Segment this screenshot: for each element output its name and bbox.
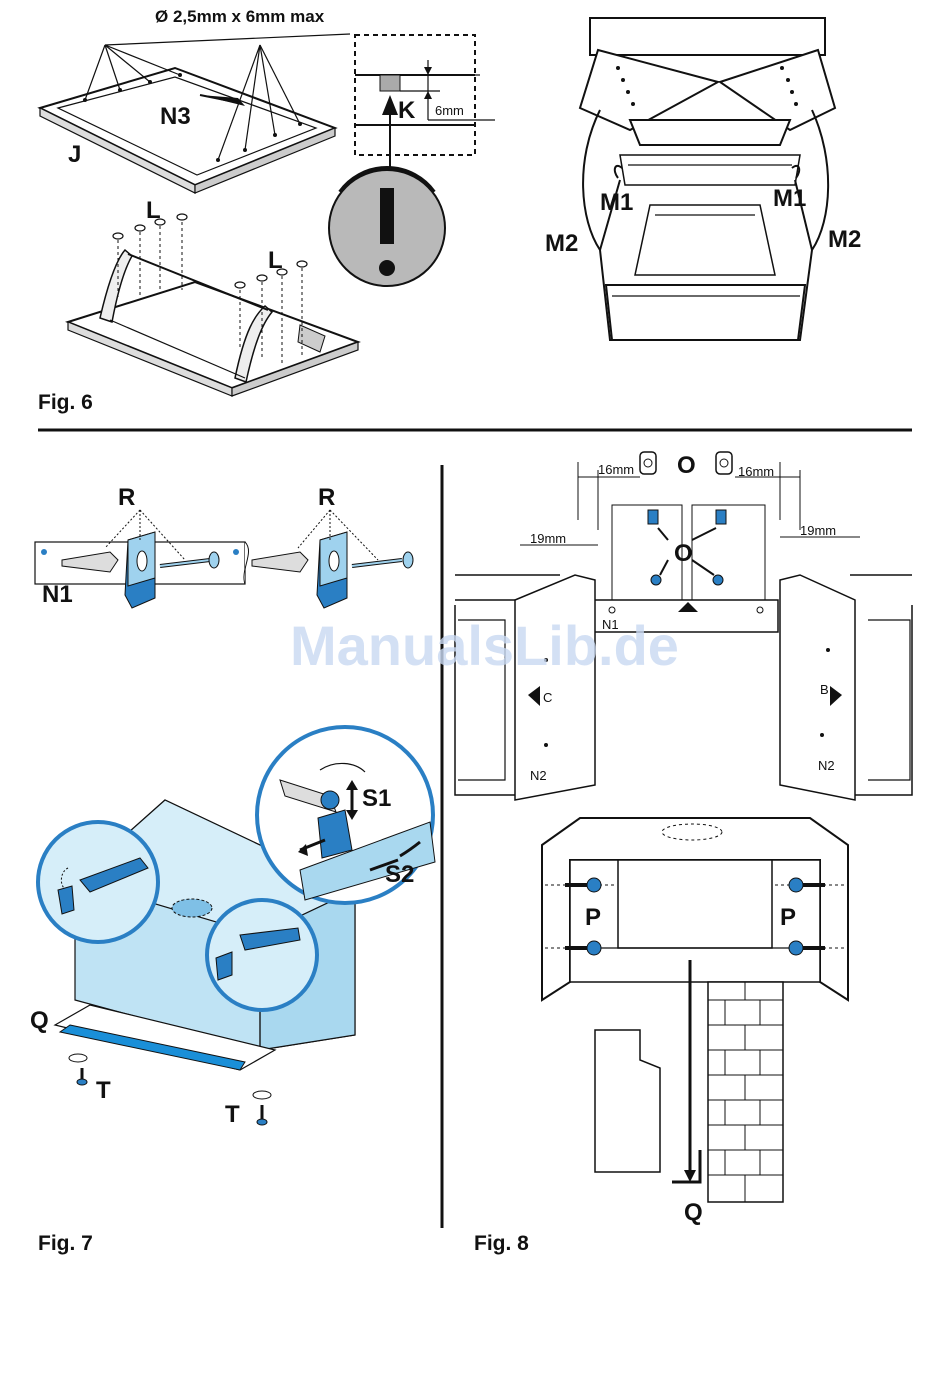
label-n1: N1 [42,581,73,608]
fig6-caption: Fig. 6 [38,391,93,414]
depth-detail-box [355,35,495,180]
spacer-icon-right [716,452,732,474]
label-m1-left: M1 [600,189,633,216]
label-l-right: L [268,247,283,274]
label-s2: S2 [385,861,414,888]
label-q: Q [30,1007,49,1034]
label-r-right: R [318,484,335,511]
spacer-icon-left [640,452,656,474]
fig6-panel-screws [68,214,358,396]
label-n2-right: N2 [818,758,835,773]
label-n2-left: N2 [530,768,547,783]
bracket-detail-right [207,900,317,1010]
label-k: K [398,97,416,124]
dim-19mm-right: 19mm [800,523,836,538]
dim-16mm-left: 16mm [598,462,634,477]
fig8-caption: Fig. 8 [474,1232,529,1255]
fig6-hood-open [580,18,835,340]
watermark: ManualsLib.de [290,614,679,677]
fig6-panel-drilling [40,34,350,193]
label-p-left: P [585,904,601,931]
label-m2-left: M2 [545,230,578,257]
label-b: B [820,682,829,697]
label-q-fig8: Q [684,1199,703,1226]
label-t-right: T [225,1101,240,1128]
hole-dimension-label: Ø 2,5mm x 6mm max [155,7,325,26]
dim-16mm-right: 16mm [738,464,774,479]
label-t-left: T [96,1077,111,1104]
label-o-center: O [674,540,693,567]
label-c: C [543,690,552,705]
label-r-left: R [118,484,135,511]
label-l-left: L [146,197,161,224]
label-p-right: P [780,904,796,931]
label-j: J [68,141,81,168]
exclamation-icon [329,168,445,286]
label-n3: N3 [160,103,191,130]
fig7-caption: Fig. 7 [38,1232,93,1255]
label-m2-right: M2 [828,226,861,253]
bracket-detail-left [38,822,158,942]
label-o-top: O [677,452,696,479]
depth-dimension-label: 6mm [435,103,464,118]
fig8-hood-bottom [542,818,848,1202]
fig7-wall-bracket-strip [35,510,413,608]
dim-19mm-left: 19mm [530,531,566,546]
label-m1-right: M1 [773,185,806,212]
label-s1: S1 [362,785,391,812]
